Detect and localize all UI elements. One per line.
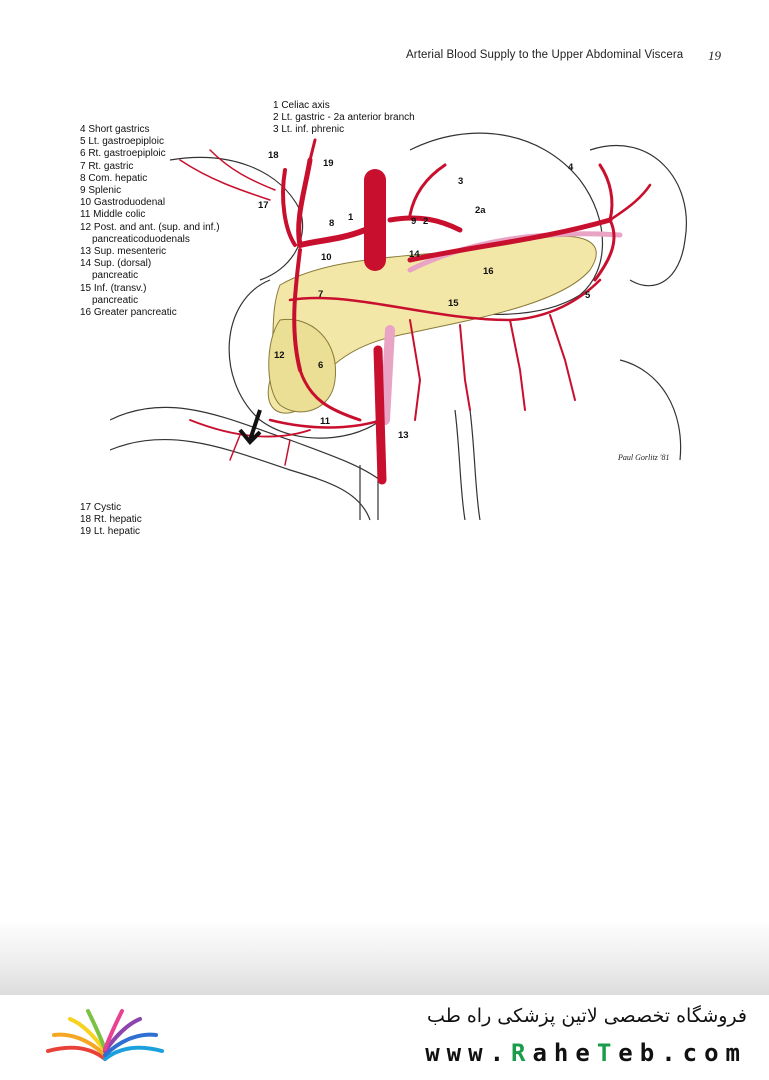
legend-top: 1 Celiac axis 2 Lt. gastric - 2a anterio…	[273, 100, 415, 137]
legend-item: 16 Greater pancreatic	[80, 307, 177, 319]
label-12: 12	[274, 350, 285, 361]
legend-item: 4 Short gastrics	[80, 124, 150, 135]
pink-vessels	[380, 231, 623, 425]
legend-item: 3 Lt. inf. phrenic	[273, 124, 345, 136]
colon-outline	[110, 406, 381, 481]
label-5: 5	[585, 290, 591, 301]
arteries	[179, 138, 652, 485]
legend-item: 2 Lt. gastric - 2a anterior branch	[273, 112, 415, 124]
label-9: 9	[411, 216, 416, 227]
label-6: 6	[318, 360, 323, 371]
duodenum-outline	[228, 279, 391, 439]
legend-item: 9 Splenic	[80, 185, 122, 197]
label-7: 7	[318, 289, 323, 300]
running-head: Arterial Blood Supply to the Upper Abdom…	[406, 49, 684, 61]
website-part: www.	[425, 1039, 512, 1067]
website-part: eb.com	[618, 1039, 747, 1067]
legend-item: 14 Sup. (dorsal)	[80, 258, 152, 270]
store-footer: فروشگاه تخصصی لاتین پزشکی راه طب www.Rah…	[0, 995, 769, 1080]
legend-bottom: 17 Cystic 18 Rt. hepatic 19 Lt. hepatic	[80, 502, 142, 539]
legend-item: 13 Sup. mesenteric	[80, 246, 167, 258]
label-4: 4	[568, 162, 574, 173]
label-13: 13	[398, 430, 409, 441]
spleen-outline	[589, 144, 687, 287]
stomach-outline	[409, 132, 604, 315]
label-3: 3	[458, 176, 463, 187]
figure-labels: 1 2 2a 3 4 5 6 7 8 9 10 11 12 13 14 15 1…	[258, 150, 591, 441]
label-14: 14	[409, 249, 420, 260]
page-number: 19	[708, 48, 721, 63]
label-10: 10	[321, 252, 332, 263]
legend-item: 5 Lt. gastroepiploic	[80, 136, 164, 148]
website-accent: T	[596, 1039, 619, 1067]
page-shadow	[0, 920, 769, 995]
legend-item: 1 Celiac axis	[273, 100, 330, 111]
label-8: 8	[329, 218, 334, 229]
legend-item: pancreatic	[92, 294, 139, 306]
website-url[interactable]: www.RaheTeb.com	[425, 1039, 747, 1067]
legend-left: 4 Short gastrics 5 Lt. gastroepiploic 6 …	[80, 124, 220, 319]
label-2a: 2a	[475, 205, 486, 216]
legend-item: 12 Post. and ant. (sup. and inf.)	[80, 221, 220, 233]
open-book-logo-icon	[46, 1009, 164, 1061]
label-2: 2	[423, 216, 428, 227]
website-accent: R	[511, 1039, 533, 1067]
pancreatic-head	[268, 318, 337, 413]
document-page: Arterial Blood Supply to the Upper Abdom…	[80, 48, 721, 539]
legend-item: 10 Gastroduodenal	[80, 197, 166, 209]
legend-item: 8 Com. hepatic	[80, 172, 148, 184]
descending-colon-outline	[619, 359, 682, 461]
label-17: 17	[258, 200, 269, 211]
legend-item: 15 Inf. (transv.)	[80, 282, 147, 294]
store-name: فروشگاه تخصصی لاتین پزشکی راه طب	[427, 1005, 747, 1027]
label-16: 16	[483, 266, 494, 277]
website-part: ahe	[532, 1039, 597, 1067]
sup-mesenteric-artery	[373, 345, 387, 485]
legend-item: 11 Middle colic	[80, 209, 146, 221]
legend-item: pancreaticoduodenals	[92, 233, 190, 245]
legend-item: 7 Rt. gastric	[80, 160, 134, 172]
legend-item: 17 Cystic	[80, 502, 122, 513]
artist-signature: Paul Gorlitz '81	[617, 453, 670, 462]
anatomy-illustration: 1 2 2a 3 4 5 6 7 8 9 10 11 12 13 14 15 1…	[110, 132, 687, 521]
label-11: 11	[320, 416, 331, 427]
label-18: 18	[268, 150, 279, 161]
legend-item: 19 Lt. hepatic	[80, 526, 141, 538]
label-1: 1	[348, 212, 354, 223]
legend-item: 6 Rt. gastroepiploic	[80, 148, 166, 160]
liver-outline	[169, 156, 304, 281]
label-19: 19	[323, 158, 334, 169]
legend-item: pancreatic	[92, 270, 139, 282]
direction-arrow	[238, 409, 262, 445]
legend-item: 18 Rt. hepatic	[80, 514, 142, 526]
label-15: 15	[448, 298, 459, 309]
